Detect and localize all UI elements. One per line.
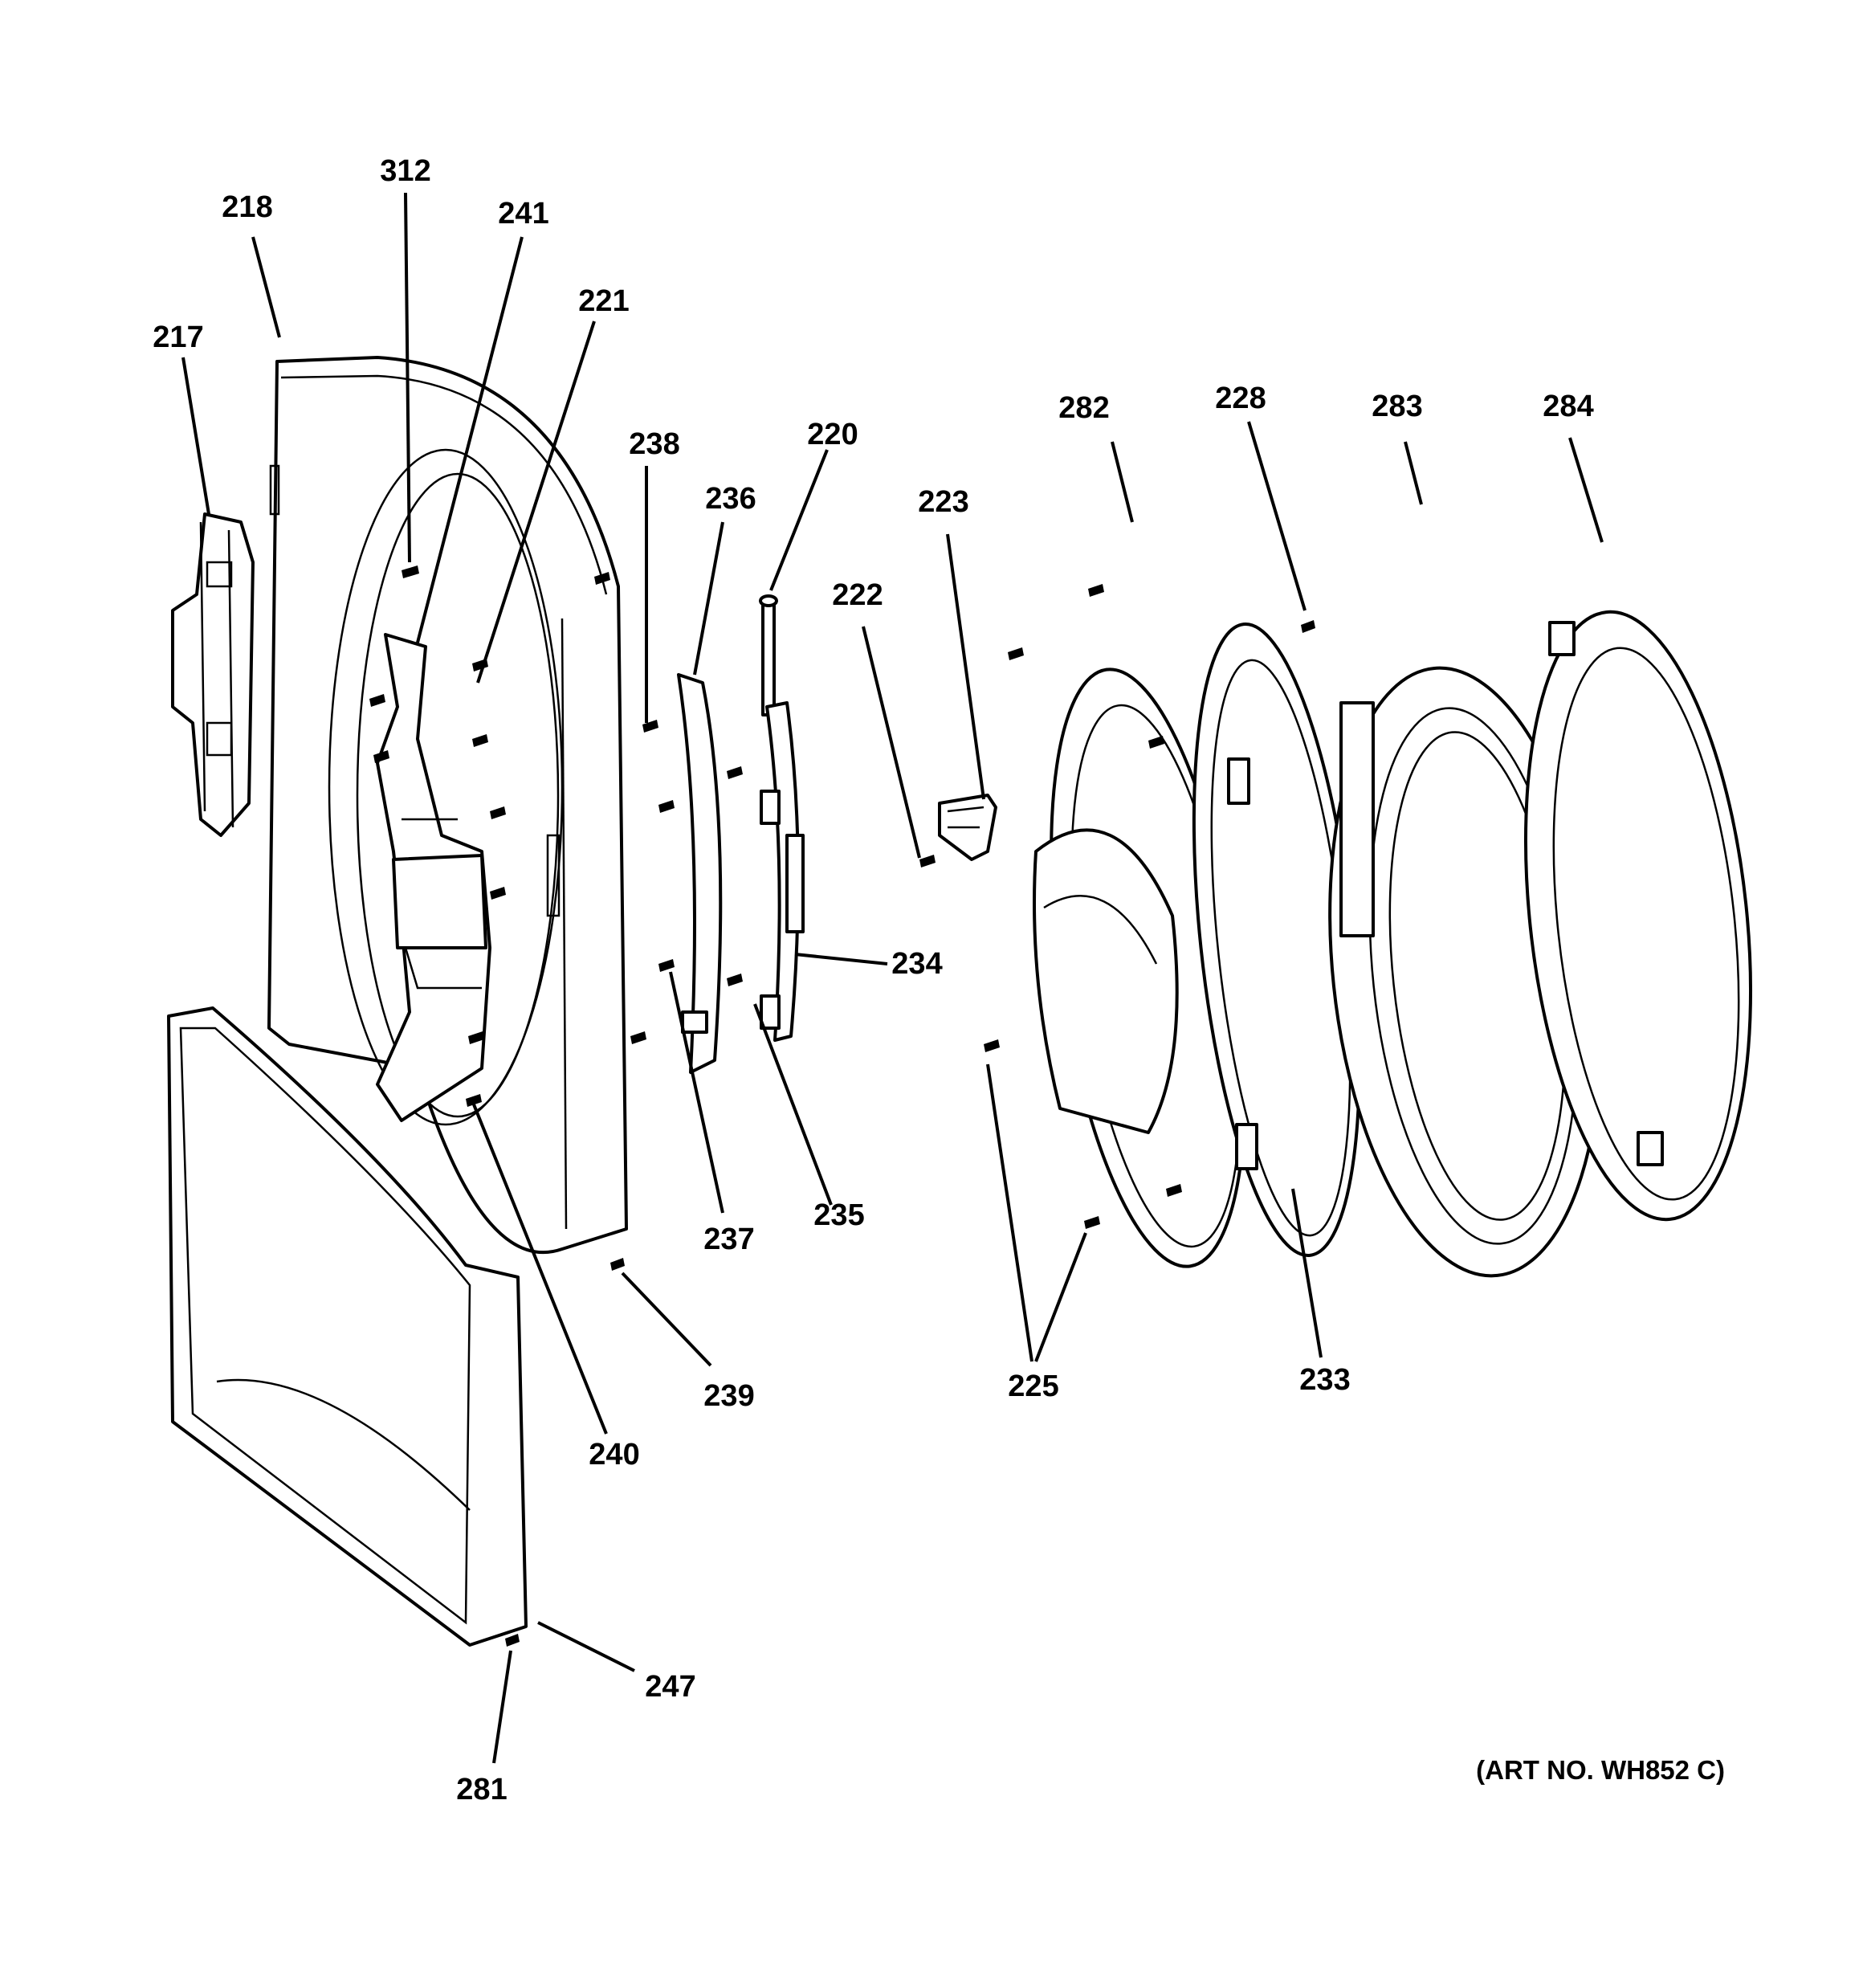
screw-icon	[727, 766, 743, 779]
callout-281: 281	[456, 1773, 507, 1806]
callout-240: 240	[589, 1438, 639, 1472]
screw-icon	[1148, 736, 1164, 749]
callout-220: 220	[807, 418, 858, 451]
screw-icon	[919, 855, 936, 867]
callout-221: 221	[578, 284, 629, 318]
screw-icon	[630, 1031, 646, 1044]
callout-225: 225	[1008, 1370, 1058, 1403]
screw-icon	[727, 974, 743, 986]
callout-247: 247	[645, 1670, 695, 1704]
callout-239: 239	[703, 1379, 754, 1413]
screw-icon	[490, 806, 506, 819]
screw-icon	[610, 1258, 625, 1271]
screw-icon	[1008, 647, 1024, 660]
callout-218: 218	[222, 190, 272, 224]
screw-icon	[369, 694, 385, 707]
callout-284: 284	[1543, 390, 1593, 423]
part-233-door-glass	[1192, 623, 1362, 1257]
leader-lines	[181, 192, 1604, 1764]
callout-222: 222	[832, 578, 883, 612]
part-234-hinge-plate	[759, 594, 805, 1042]
callout-282: 282	[1058, 391, 1109, 425]
callout-237: 237	[703, 1223, 754, 1256]
screw-icon	[1084, 1216, 1100, 1229]
screw-icon	[490, 887, 506, 900]
callout-labels: 312 218 241 221 217 238 220 236 223 222 …	[153, 154, 1725, 1806]
screw-icon	[594, 572, 610, 585]
screw-icon	[658, 800, 675, 813]
callout-238: 238	[629, 427, 679, 461]
callout-234: 234	[891, 947, 942, 981]
callout-235: 235	[813, 1198, 864, 1232]
screw-icon	[642, 720, 658, 733]
callout-217: 217	[153, 320, 203, 354]
part-218-front-panel	[267, 356, 628, 1255]
callout-241: 241	[498, 197, 548, 231]
callout-228: 228	[1215, 382, 1266, 415]
screw-icon	[1301, 620, 1315, 633]
callout-312: 312	[380, 154, 430, 188]
part-284-door-trim	[1523, 610, 1753, 1222]
screw-icon	[402, 565, 419, 578]
art-number: (ART NO. WH852 C)	[1476, 1755, 1725, 1785]
part-217-door-lock	[171, 512, 255, 837]
callout-283: 283	[1372, 390, 1422, 423]
screw-icon	[984, 1039, 1000, 1052]
callout-223: 223	[918, 485, 968, 519]
part-241-hinge-bracket	[376, 633, 491, 1122]
part-223-door-strike	[938, 794, 997, 861]
screw-icon	[505, 1634, 520, 1647]
screw-icon	[1088, 584, 1104, 597]
screw-icon	[466, 1094, 482, 1107]
callout-236: 236	[705, 482, 756, 516]
screw-icon	[468, 1031, 484, 1044]
screw-icon	[658, 959, 675, 972]
callout-233: 233	[1299, 1363, 1350, 1397]
part-247-lower-frame	[167, 1006, 528, 1647]
screw-icon	[1166, 1184, 1182, 1197]
screw-icon	[373, 750, 389, 763]
part-236-hinge-cover	[677, 673, 723, 1074]
screw-icon	[472, 734, 488, 747]
